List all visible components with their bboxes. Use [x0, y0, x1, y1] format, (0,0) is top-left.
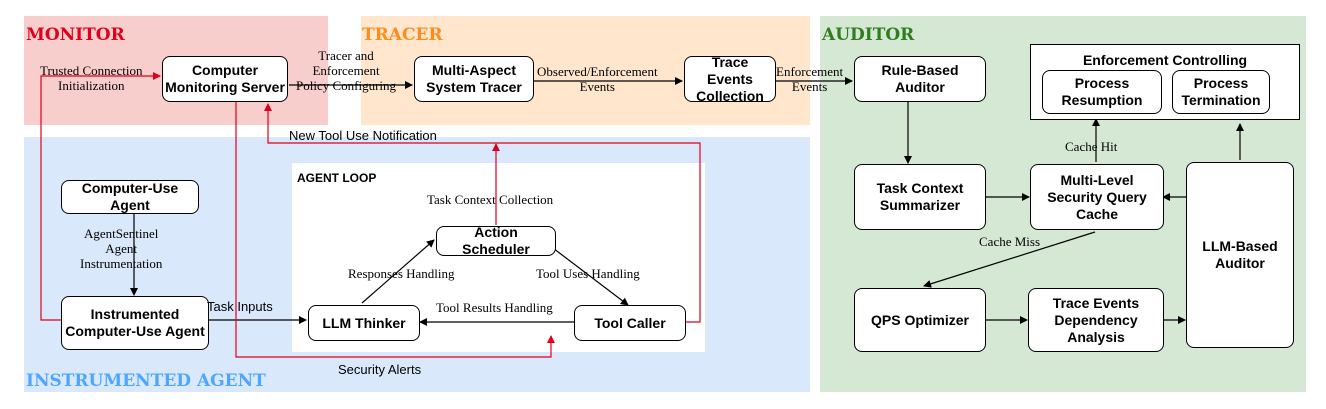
label-cache-miss: Cache Miss	[979, 234, 1041, 249]
process-resumption-box: Process Resumption	[1042, 70, 1162, 114]
label-security-alerts: Security Alerts	[338, 362, 422, 377]
enforcement-controlling-label: Enforcement Controlling	[1082, 52, 1248, 68]
label-cache-hit: Cache Hit	[1065, 139, 1118, 154]
arrow-new-tool-use-notification	[264, 103, 701, 323]
llm-based-auditor-box: LLM-Based Auditor	[1186, 162, 1294, 348]
tool-caller-box: Tool Caller	[574, 305, 686, 341]
computer-monitoring-server-box: Computer Monitoring Server	[162, 56, 288, 102]
label-new-tool-use-notification: New Tool Use Notification	[289, 128, 437, 143]
arrow-security-alerts	[235, 101, 555, 358]
label-tracer-enforcement: Tracer and Enforcement Policy Configurin…	[296, 48, 397, 93]
label-tool-uses-handling: Tool Uses Handling	[536, 266, 640, 281]
label-task-context-collection: Task Context Collection	[427, 192, 554, 207]
rule-based-auditor-box: Rule-Based Auditor	[854, 56, 986, 102]
computer-use-agent-box: Computer-Use Agent	[61, 180, 199, 214]
arrow-cache-to-qps	[923, 231, 1096, 288]
llm-thinker-box: LLM Thinker	[308, 305, 420, 341]
multi-level-cache-box: Multi-Level Security Query Cache	[1030, 164, 1164, 230]
label-tool-results-handling: Tool Results Handling	[436, 300, 553, 315]
trace-events-collection-box: Trace Events Collection	[684, 54, 776, 104]
instrumented-agent-box: Instrumented Computer-Use Agent	[61, 296, 209, 350]
multi-aspect-tracer-box: Multi-Aspect System Tracer	[414, 56, 534, 102]
arrow-trusted-connection	[40, 72, 161, 321]
agent-loop-title: AGENT LOOP	[297, 171, 377, 185]
label-task-inputs: Task Inputs	[207, 299, 273, 314]
qps-optimizer-box: QPS Optimizer	[854, 288, 986, 352]
task-context-summarizer-box: Task Context Summarizer	[854, 164, 986, 230]
arrow-scheduler-to-tool-caller	[544, 241, 629, 306]
label-observed-enforcement: Observed/Enforcement Events	[537, 64, 658, 94]
label-agentsentinel-instrumentation: AgentSentinel Agent Instrumentation	[80, 226, 163, 271]
action-scheduler-box: Action Scheduler	[436, 224, 556, 257]
tracer-title: TRACER	[362, 25, 443, 45]
arrow-llm-to-scheduler	[361, 239, 435, 304]
label-enforcement-events: Enforcement Events	[776, 64, 844, 94]
auditor-title: AUDITOR	[822, 25, 915, 45]
label-responses-handling: Responses Handling	[348, 266, 455, 281]
trace-events-dependency-box: Trace Events Dependency Analysis	[1028, 288, 1164, 352]
monitor-title: MONITOR	[26, 25, 125, 45]
process-termination-box: Process Termination	[1172, 70, 1270, 114]
label-trusted-connection: Trusted Connection Initialization	[40, 63, 143, 93]
instrumented-agent-title: INSTRUMENTED AGENT	[26, 371, 266, 391]
